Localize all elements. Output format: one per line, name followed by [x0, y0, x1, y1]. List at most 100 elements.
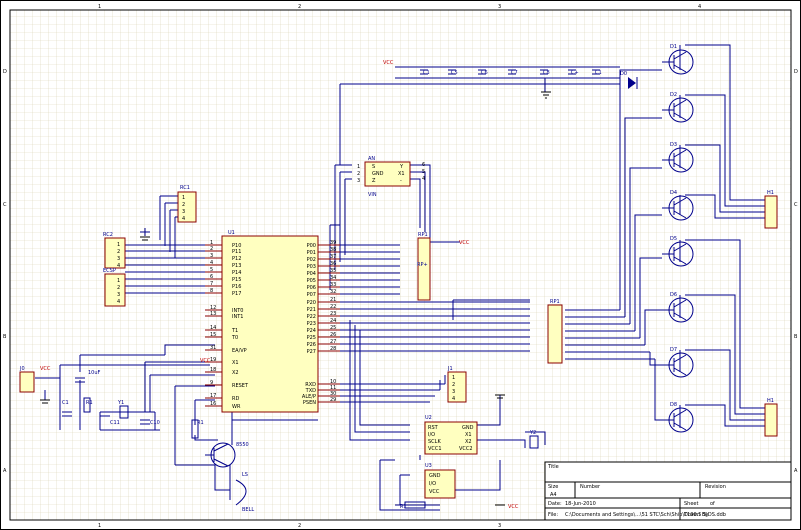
transistor-6: D6 [662, 292, 694, 323]
svg-text:I/O: I/O [429, 481, 436, 487]
mcu-right-pin-number: 34 [330, 275, 336, 281]
svg-text:5: 5 [422, 169, 425, 175]
mcu-right-pin-number: 39 [330, 240, 336, 246]
svg-text:SCLK: SCLK [428, 439, 441, 445]
svg-text:H1: H1 [767, 398, 774, 404]
svg-text:GND: GND [462, 425, 474, 431]
decoupling-capacitor-label: C7 [511, 70, 518, 76]
svg-text:H1: H1 [767, 190, 774, 196]
svg-text:J0: J0 [19, 366, 25, 372]
decoupling-capacitor [568, 69, 576, 75]
svg-text:X2: X2 [465, 439, 472, 445]
svg-text:Y2: Y2 [529, 430, 536, 436]
row-label-b-right: B [794, 334, 798, 340]
tb-date-label: Date: [548, 501, 562, 507]
svg-text:VCC: VCC [459, 240, 470, 246]
svg-text:U2: U2 [425, 415, 432, 421]
mcu-left-pin-name: P17 [232, 291, 241, 297]
svg-text:3: 3 [117, 292, 120, 298]
col-label-3: 3 [498, 4, 501, 10]
vcc-label-mid: VCC [200, 358, 211, 364]
tb-date-value: 18-Jun-2010 [565, 501, 596, 507]
svg-text:2: 2 [452, 382, 455, 388]
mcu-right-pin-number: 23 [330, 311, 336, 317]
mcu-left-pin-name: X2 [232, 370, 239, 376]
svg-text:Y1: Y1 [117, 400, 124, 406]
mcu-right-pin-name: P06 [307, 285, 316, 291]
tb-number-label: Number [580, 484, 601, 490]
transistor-2: D2 [662, 92, 694, 123]
mcu-right-pin-name: ALE/P [302, 394, 316, 400]
mcu-right-pin-name: P23 [307, 321, 316, 327]
mcu-right-pin-name: P22 [307, 314, 316, 320]
border-row-labels: D C B A D C B A [3, 69, 798, 474]
tb-sheet-of: of [710, 501, 715, 507]
row-label-a: A [3, 468, 7, 474]
mcu-right-pin-name: P24 [307, 328, 316, 334]
mcu-left-pin-number: 17 [210, 393, 216, 399]
svg-text:RP1: RP1 [550, 299, 560, 305]
svg-text:VCC1: VCC1 [428, 446, 442, 452]
svg-text:4: 4 [452, 396, 455, 402]
transistor-5: D5 [662, 236, 694, 267]
vcc-label-bottom: VCC [508, 504, 519, 510]
mcu-left-pin-name: WR [232, 404, 241, 410]
transistor-7: D7 [662, 347, 694, 378]
title-block: Title Size A4 Number Revision Date: 18-J… [544, 461, 792, 521]
mcu-left-pin-number: 9 [210, 380, 213, 386]
svg-text:R1: R1 [400, 504, 407, 510]
mcu-left-pin-number: 12 [210, 305, 216, 311]
passives: C1 R1 C11 C10 10uF R1 R1 [62, 370, 426, 510]
svg-text:BELL: BELL [242, 507, 254, 513]
mcu-left-pin-number: 3 [210, 253, 213, 259]
svg-text:4: 4 [182, 216, 185, 222]
svg-text:AN: AN [368, 156, 375, 162]
svg-text:6: 6 [422, 162, 425, 168]
decoupling-capacitor [508, 69, 516, 75]
svg-text:RST: RST [428, 425, 439, 431]
svg-text:2: 2 [182, 202, 185, 208]
mcu-left-pin-number: 19 [210, 357, 216, 363]
rp1-resistor-pack: RP1 RP+ VCC [417, 232, 470, 301]
svg-text:4: 4 [117, 263, 120, 269]
svg-text:GND: GND [429, 473, 441, 479]
transistor-label: D8 [670, 402, 677, 408]
transistor-label: D2 [670, 92, 677, 98]
border-column-labels: 1 2 3 4 1 2 3 [98, 4, 701, 529]
mcu-right-pin-number: 33 [330, 282, 336, 288]
svg-text:4: 4 [422, 176, 425, 182]
row-label-c: C [3, 202, 7, 208]
j0-power-connector: J0 VCC [19, 366, 51, 393]
mcu-left-pin-number: 14 [210, 325, 216, 331]
transistor-label: D4 [670, 190, 677, 196]
mcu-left-pin-name: P12 [232, 256, 241, 262]
mcu-left-pin-number: 7 [210, 281, 213, 287]
svg-text:C1: C1 [62, 400, 69, 406]
svg-text:1: 1 [117, 242, 120, 248]
mcu-right-pin-number: 27 [330, 339, 336, 345]
tb-drawn-label: Drawn By: [684, 512, 710, 518]
row-label-a-right: A [794, 468, 798, 474]
mcu-right-pin-name: P03 [307, 264, 316, 270]
crystal-y2: Y2 [529, 430, 539, 449]
svg-text:VCC: VCC [383, 60, 394, 66]
mcu-right-pin-name: RXD [305, 382, 316, 388]
mcu-right-pin-number: 37 [330, 254, 336, 260]
mcu-right-pin-number: 36 [330, 261, 336, 267]
mcu-right-pin-number: 11 [330, 385, 336, 391]
decoupling-capacitor-label: C6 [481, 70, 488, 76]
mcu-left-pin-name: P10 [232, 243, 241, 249]
svg-text:1: 1 [117, 278, 120, 284]
mcu-right-pin-number: 32 [330, 289, 336, 295]
h1-connector-bottom: H1 [764, 398, 778, 437]
mcu-ref: U1 [228, 230, 235, 236]
mcu-right-pin-name: P20 [307, 300, 316, 306]
svg-text:S: S [372, 164, 375, 170]
mcu-left-pin-name: RD [232, 396, 239, 402]
svg-text:RP1: RP1 [418, 232, 428, 238]
col-label-1: 1 [98, 4, 101, 10]
svg-text:2: 2 [117, 249, 120, 255]
